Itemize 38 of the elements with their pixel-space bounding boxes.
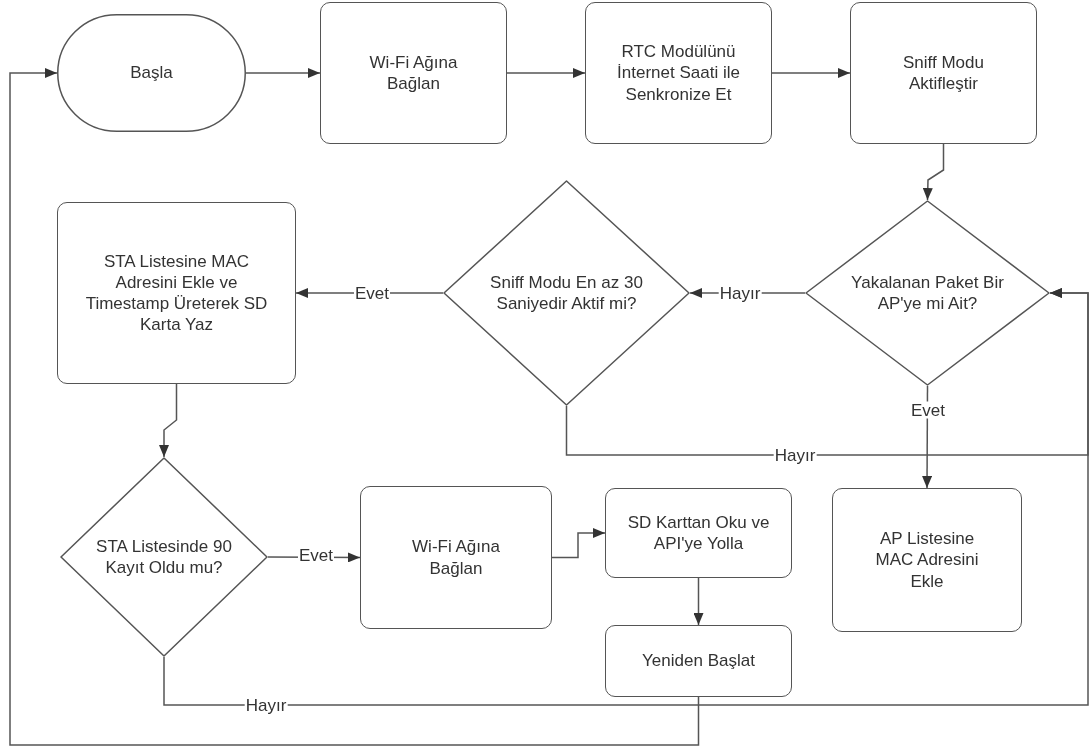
process-box — [850, 2, 1037, 144]
decision-diamond — [60, 457, 268, 657]
process-box — [832, 488, 1022, 632]
node-text: Sniff Modu En az 30 Saniyedir Aktif mi? — [489, 271, 644, 315]
arrow — [693, 577, 704, 626]
arrow — [9, 68, 700, 746]
arrow — [922, 143, 945, 201]
process-box — [320, 2, 507, 144]
edge-label: Hayır — [773, 446, 817, 464]
process-box — [360, 486, 552, 629]
node-text: Başla — [129, 62, 174, 84]
edge-label: Evet — [298, 546, 334, 564]
node-text: Yakalanan Paket Bir AP'ye mi Ait? — [850, 271, 1005, 315]
edge-label: Hayır — [244, 696, 288, 714]
decision-diamond — [443, 180, 690, 406]
node-text: STA Listesinde 90 Kayıt Oldu mu? — [95, 535, 233, 579]
node-text: Wi-Fi Ağına Bağlan — [368, 51, 459, 95]
node-text: AP Listesine MAC Adresini Ekle — [874, 528, 980, 592]
arrow — [159, 383, 178, 458]
process-box — [605, 488, 792, 578]
process-box — [585, 2, 772, 144]
node-text: RTC Modülünü İnternet Saati ile Senkronize Et — [616, 41, 741, 105]
node-text: Wi-Fi Ağına Bağlan — [411, 536, 501, 579]
node-text: Yeniden Başlat — [641, 650, 756, 672]
node-text: SD Karttan Oku ve API'ye Yolla — [626, 511, 771, 555]
node-text: STA Listesine MAC Adresini Ekle ve Timestamp Üreterek SD Karta Yaz — [84, 250, 269, 336]
edge-label: Evet — [910, 401, 946, 419]
arrow — [163, 288, 1089, 706]
arrow — [771, 68, 851, 78]
edge-label: Hayır — [718, 284, 762, 302]
node-text: Sniff Modu Aktifleştir — [902, 51, 985, 95]
process-box — [605, 625, 792, 697]
arrow — [506, 68, 586, 78]
process-box — [57, 202, 296, 384]
arrow — [551, 528, 606, 559]
edge-label: Evet — [354, 284, 390, 302]
decision-diamond — [805, 200, 1050, 386]
arrow — [245, 68, 321, 78]
